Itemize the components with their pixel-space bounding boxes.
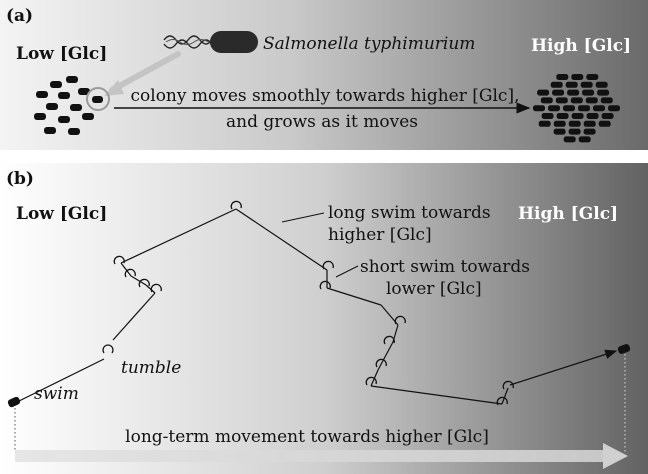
tumble-loop-icon xyxy=(124,268,136,278)
tumble-loop-icon xyxy=(150,283,162,293)
colony-cell xyxy=(553,120,566,127)
colony-cell xyxy=(568,120,581,127)
colony-cell xyxy=(571,74,584,80)
colony-cell xyxy=(597,89,610,96)
colony-cell xyxy=(583,128,596,135)
highlighted-cell-circle xyxy=(86,87,110,111)
colony-cell xyxy=(582,89,595,96)
tumble-loop-icon xyxy=(375,358,387,368)
start-bacterium-icon xyxy=(7,396,21,408)
colony-cell xyxy=(608,105,620,112)
colony-cell xyxy=(583,120,596,127)
colony-cell xyxy=(578,136,591,143)
tumble-loop-icon xyxy=(502,380,514,390)
colony-cell xyxy=(548,105,560,112)
colony-cell xyxy=(552,89,565,96)
panel-a-low-label: Low [Glc] xyxy=(16,44,107,64)
colony-cell xyxy=(571,113,584,119)
colony-cell xyxy=(600,97,613,104)
tumble-loop-icon xyxy=(138,278,150,288)
panel-a-high-label: High [Glc] xyxy=(531,36,631,56)
end-bacterium-icon xyxy=(617,344,631,354)
tumble-loop-icon xyxy=(230,200,242,210)
tumble-label: tumble xyxy=(121,358,181,378)
colony-cell xyxy=(555,97,568,104)
colony-cell xyxy=(541,113,554,119)
short-swim-leader xyxy=(335,265,359,278)
tumble-loop-icon xyxy=(102,344,114,354)
colony-cell xyxy=(580,81,593,88)
colony-cell xyxy=(578,105,590,112)
long-swim-label-line2: higher [Glc] xyxy=(328,225,432,245)
panel-b-low-label: Low [Glc] xyxy=(16,204,107,224)
colony-cell xyxy=(563,105,575,112)
small-colony xyxy=(34,76,103,135)
tumble-loop-icon xyxy=(113,255,125,265)
colony-cell xyxy=(586,74,599,80)
short-swim-label-line2: lower [Glc] xyxy=(386,279,482,299)
long-term-label: long-term movement towards higher [Glc] xyxy=(125,427,489,447)
colony-cell xyxy=(586,113,599,119)
colony-cell xyxy=(593,105,605,112)
colony-cell xyxy=(570,97,583,104)
tumble-loop-icon xyxy=(383,335,395,345)
colony-cell xyxy=(550,81,563,88)
long-swim-leader xyxy=(281,212,325,223)
panel-b-label: (b) xyxy=(6,169,34,189)
colony-cell xyxy=(585,97,598,104)
colony-cell xyxy=(595,81,608,88)
organism-label: Salmonella typhimurium xyxy=(263,34,475,54)
colony-cell xyxy=(556,113,569,119)
panel-a-caption-line2: and grows as it moves xyxy=(226,112,418,132)
long-term-arrow xyxy=(15,443,628,469)
colony-cell xyxy=(538,120,551,127)
colony-cell xyxy=(540,97,553,104)
tumble-loop-icon xyxy=(365,376,377,386)
long-swim-label-line1: long swim towards xyxy=(328,203,491,223)
colony-cell xyxy=(537,89,550,96)
panel-b-background xyxy=(0,163,648,474)
short-swim-label-line1: short swim towards xyxy=(360,257,530,277)
salmonella-bacterium-icon xyxy=(163,31,258,53)
colony-cell xyxy=(568,128,581,135)
colony-cell xyxy=(598,120,611,127)
panel-a-label: (a) xyxy=(6,6,33,26)
tumble-loop-icon xyxy=(496,396,508,406)
tumble-loop-icon xyxy=(394,315,406,325)
tumble-loops xyxy=(102,200,514,406)
panel-b-high-label: High [Glc] xyxy=(518,204,618,224)
tumble-loop-icon xyxy=(322,260,334,270)
colony-cell xyxy=(556,74,569,80)
colony-cell xyxy=(563,136,576,143)
swim-path xyxy=(14,208,618,405)
colony-cell xyxy=(533,105,545,112)
tumble-loop-icon xyxy=(319,280,331,290)
colony-cell xyxy=(601,113,614,119)
large-colony xyxy=(533,74,620,143)
highlight-pointer-arrow xyxy=(104,51,181,96)
swim-label: swim xyxy=(34,384,79,404)
colony-cell xyxy=(567,89,580,96)
colony-cell xyxy=(553,128,566,135)
colony-cell xyxy=(565,81,578,88)
panel-a-caption-line1: colony moves smoothly towards higher [Gl… xyxy=(131,86,520,106)
